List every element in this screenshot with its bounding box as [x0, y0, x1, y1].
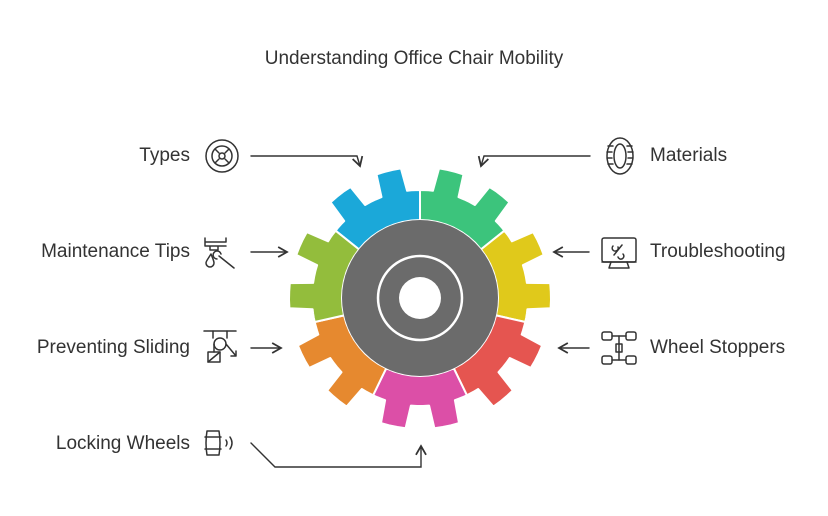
gear-hub-hole: [399, 277, 441, 319]
arrow-locking: [250, 442, 427, 468]
tools-icon: [204, 237, 235, 269]
label-materials: Materials: [650, 145, 728, 166]
diagram-title: Understanding Office Chair Mobility: [264, 48, 564, 69]
label-wheel-stoppers: Wheel Stoppers: [650, 337, 786, 358]
label-preventing-sliding: Preventing Sliding: [36, 337, 190, 358]
tire-icon: [606, 137, 634, 175]
label-troubleshooting: Troubleshooting: [650, 241, 786, 262]
gear-hub-ring: [376, 254, 464, 342]
axle-icon: [601, 331, 637, 365]
label-types: Types: [139, 145, 190, 166]
label-locking-wheels: Locking Wheels: [55, 433, 190, 454]
label-maintenance-tips: Maintenance Tips: [41, 241, 190, 262]
segment-locking-wheels: [372, 367, 468, 430]
arrow-types: [250, 155, 364, 168]
pulley-icon: [203, 330, 237, 363]
lock-wheel-signal-icon: [204, 430, 233, 456]
wheel-icon: [205, 139, 239, 173]
arrow-materials: [477, 155, 591, 168]
monitor-wrench-icon: [601, 237, 637, 269]
